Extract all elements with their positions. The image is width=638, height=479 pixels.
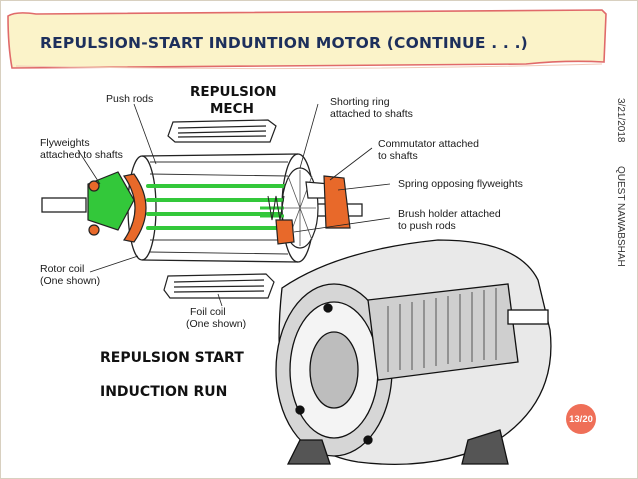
foil-coil-top: [167, 119, 277, 143]
label-flyweights-2: attached to shafts: [40, 149, 123, 161]
label-rotor-coil-2: (One shown): [40, 275, 101, 287]
slide-date: 3/21/2018: [614, 98, 626, 158]
caption-line-1: REPULSION START: [100, 350, 244, 366]
motor-illustration: [41, 103, 552, 466]
label-push-rods: Push rods: [106, 93, 154, 105]
motor-cutaway: [275, 239, 552, 466]
title-banner: REPULSION-START INDUNTION MOTOR (CONTINU…: [6, 6, 610, 70]
title-banner-shape: [7, 9, 607, 70]
label-foil-coil-1: Foil coil: [190, 306, 226, 318]
leader-lines: [77, 103, 391, 307]
label-commutator-2: to shafts: [378, 150, 418, 162]
slide-organization-text: QUEST NAWABSHAH: [615, 166, 626, 267]
label-shorting-ring-1: Shorting ring: [330, 96, 390, 108]
caption-line-2: INDUCTION RUN: [100, 384, 228, 400]
label-commutator-1: Commutator attached: [378, 138, 479, 150]
green-push-rods: [146, 184, 302, 230]
label-brush-holder-1: Brush holder attached: [398, 208, 501, 220]
label-spring: Spring opposing flyweights: [398, 178, 523, 190]
slide-date-text: 3/21/2018: [615, 98, 626, 143]
label-rotor-coil-1: Rotor coil: [40, 263, 85, 275]
commutator-assembly: [260, 167, 351, 249]
foil-coil-bottom: [163, 273, 275, 299]
flyweights: [87, 171, 147, 243]
label-flyweights-1: Flyweights: [40, 137, 90, 149]
heading-line-1: REPULSION: [190, 84, 277, 100]
label-foil-coil-2: (One shown): [186, 318, 247, 330]
slide-organization: QUEST NAWABSHAH: [614, 166, 626, 276]
page-number-badge: 13/20: [566, 404, 596, 434]
motor-diagram: REPULSION MECH Push rods Flyweights atta…: [38, 80, 578, 470]
label-brush-holder-2: to push rods: [398, 220, 456, 232]
heading-line-2: MECH: [210, 101, 254, 117]
label-shorting-ring-2: attached to shafts: [330, 108, 413, 120]
slide-title: REPULSION-START INDUNTION MOTOR (CONTINU…: [40, 34, 528, 52]
